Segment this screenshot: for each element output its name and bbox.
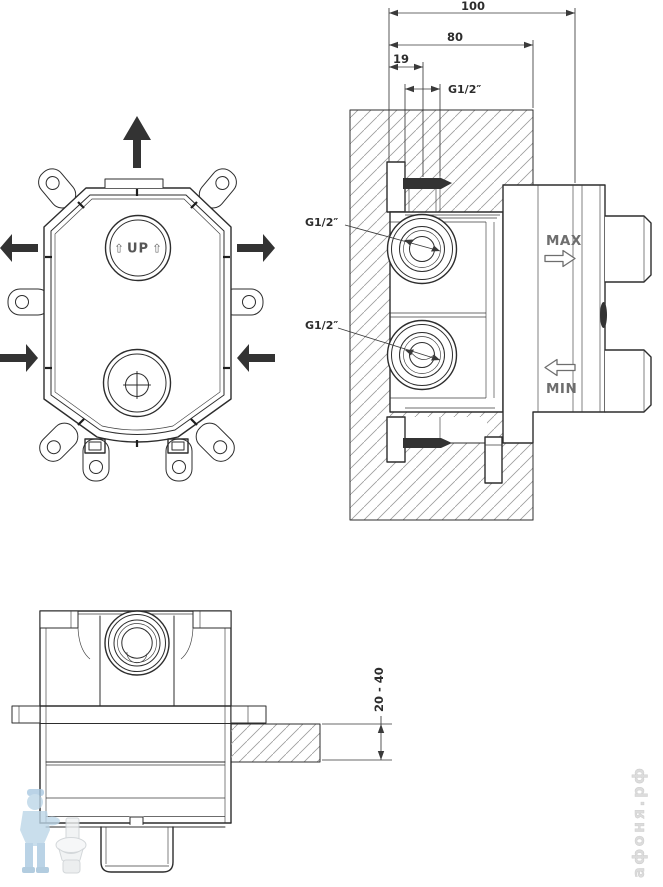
top-tab-right [192,610,232,629]
bottom-section-view: 20 - 40 [11,610,392,873]
thread-label-upper: G1/2″ [305,216,338,229]
up-arrow-icon: ⇧ [152,242,162,256]
up-window: ⇧ UP ⇧ [104,214,172,282]
orientation-arrows [0,116,275,372]
finished-wall-strip [230,723,321,763]
rough-in-box-front: ⇧ UP ⇧ [43,178,232,454]
rough-in-box-side [386,161,652,484]
thread-label-lower: G1/2″ [305,319,338,332]
min-flow-arrow-icon [544,358,576,377]
bottom-clips [84,438,189,454]
max-label: MAX [546,233,582,249]
site-watermark: афоня.рф [629,766,648,878]
dim-19: 19 [393,52,409,66]
inlet-port-lower [386,319,458,391]
screw-cross-icon [123,371,151,399]
wall-outline [349,109,534,521]
side-section-view: MAX MIN G1/2″ G1/2″ 100 [305,0,652,521]
face-plate [502,184,606,444]
min-label: MIN [546,381,577,397]
bottom-bracket [386,416,406,463]
front-view: ⇧ UP ⇧ [0,116,275,482]
outlet-stubs [600,215,652,413]
up-label: UP [127,242,149,257]
arrow-inward-left-icon [0,344,38,372]
inlet-port-upper [386,213,458,285]
toilet-icon [55,817,87,874]
max-flow-arrow-icon [544,249,576,268]
plumber-logo-watermark [20,789,87,874]
vertical-connection-nipples [403,176,452,448]
top-bracket [386,161,406,213]
top-tab [104,178,164,189]
top-port [104,610,170,676]
flange-left [11,705,41,724]
plaster-depth-dimension: 20 - 40 [322,667,392,761]
notch [129,816,144,825]
dim-100: 100 [461,0,485,13]
flange-right [230,705,267,724]
arrow-up-icon [123,116,151,168]
alignment-ticks [45,189,230,447]
valve-stub [100,826,174,873]
depth-dimensions: 100 80 19 G1/2″ [388,0,576,183]
service-opening [102,348,172,418]
seal-detail [600,302,607,328]
thread-label-top: G1/2″ [448,83,481,96]
top-tab-left [39,610,79,629]
arrow-right-icon [237,234,275,262]
rough-in-box-bottom [11,610,267,873]
dim-80: 80 [447,30,463,44]
arrow-left-icon [0,234,38,262]
dim-20-40: 20 - 40 [372,667,386,712]
mounting-foot [484,436,503,484]
flow-annotations: MAX MIN [544,233,582,397]
arrow-inward-right-icon [237,344,275,372]
up-arrow-icon: ⇧ [114,242,124,256]
thread-callouts: G1/2″ G1/2″ [305,216,441,361]
extension-lines [388,8,576,183]
